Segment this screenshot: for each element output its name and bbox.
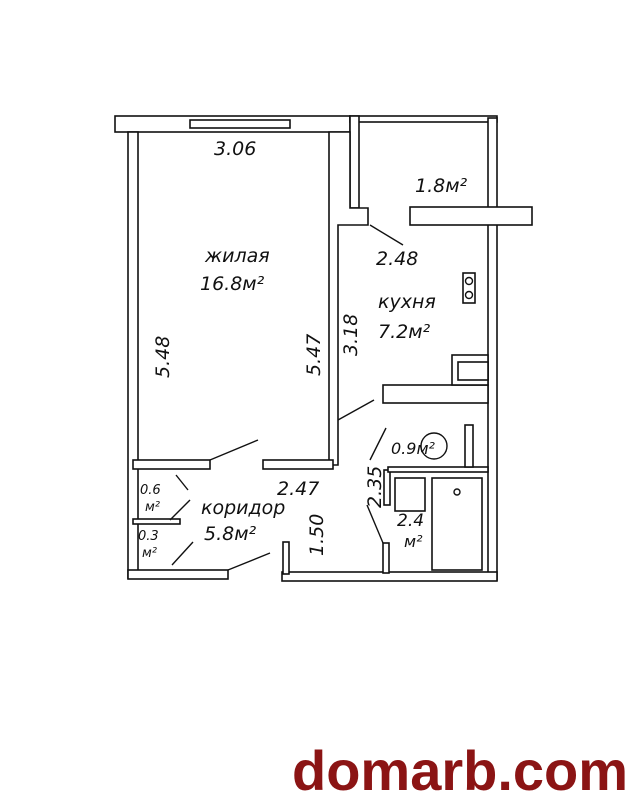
doors [169, 224, 404, 571]
bathtub-drain-icon [453, 488, 461, 496]
walls [114, 115, 533, 582]
bath-wall-stub [382, 542, 390, 574]
watermark-logo: domarb.com [292, 739, 628, 802]
bottom-wall-left [127, 569, 229, 580]
closet1-unit: м² [145, 500, 160, 515]
left-wall [127, 131, 139, 579]
stove-burner-icon [464, 276, 474, 286]
door-swing [227, 552, 271, 571]
door-swing [369, 427, 387, 461]
door-swing [369, 224, 404, 246]
door-swing [337, 399, 375, 421]
closet1-area: 0.6 [140, 483, 161, 498]
dim-bath-length: 2.35 [364, 466, 386, 508]
bathtub-icon [431, 477, 483, 571]
dim-living-right: 5.47 [303, 334, 325, 376]
closet2-area: 0.3 [138, 529, 159, 544]
kitchen-name: кухня [378, 291, 436, 313]
dim-corridor-width: 2.47 [277, 478, 319, 500]
dim-living-left: 5.48 [152, 336, 174, 378]
balcony-top-wall [349, 115, 498, 123]
door-swing [209, 439, 259, 461]
corridor-name: коридор [201, 497, 285, 519]
stove-burner-icon [464, 290, 474, 300]
dim-living-width: 3.06 [214, 138, 256, 160]
dimensions: 3.06 5.48 5.47 3.18 2.48 2.47 2.35 1.50 [152, 138, 418, 556]
living-bottom-wall-left [132, 459, 211, 470]
closet2-unit: м² [142, 546, 157, 561]
corridor-area: 5.8м² [204, 523, 257, 545]
door-swing [366, 504, 384, 544]
bathroom-area: 2.4 [397, 511, 424, 531]
door-swing [169, 499, 191, 521]
dim-kitchen-left: 3.18 [340, 314, 362, 356]
closet-divider [132, 518, 181, 525]
living-name: жилая [204, 245, 270, 267]
door-swing [171, 541, 194, 566]
toilet-bath-wall [387, 466, 489, 473]
right-wall [487, 117, 498, 581]
corridor-stub [282, 541, 290, 575]
living-bottom-wall-right [262, 459, 334, 470]
washbasin-icon [394, 477, 426, 512]
toilet-wall-stub [383, 469, 391, 506]
toilet-icon [420, 432, 448, 460]
kitchen-area: 7.2м² [378, 321, 431, 343]
kitchen-bath-wall [382, 384, 489, 404]
living-kitchen-wall [328, 131, 369, 466]
window-living [189, 119, 291, 129]
fixtures [394, 272, 489, 571]
door-swing [175, 474, 189, 491]
pillar-wall [349, 115, 360, 209]
sink-basin-icon [457, 361, 489, 381]
living-area: 16.8м² [200, 273, 265, 295]
labels: жилая 16.8м² кухня 7.2м² 1.8м² коридор 5… [138, 175, 468, 561]
dim-kitchen-width: 2.48 [376, 248, 418, 270]
balcony-wall [409, 206, 533, 226]
toilet-tank [464, 424, 474, 468]
dim-corridor-length: 1.50 [306, 514, 328, 556]
toilet-area: 0.9м² [391, 439, 436, 458]
balcony-area: 1.8м² [415, 175, 468, 197]
bathroom-unit: м² [404, 532, 423, 551]
